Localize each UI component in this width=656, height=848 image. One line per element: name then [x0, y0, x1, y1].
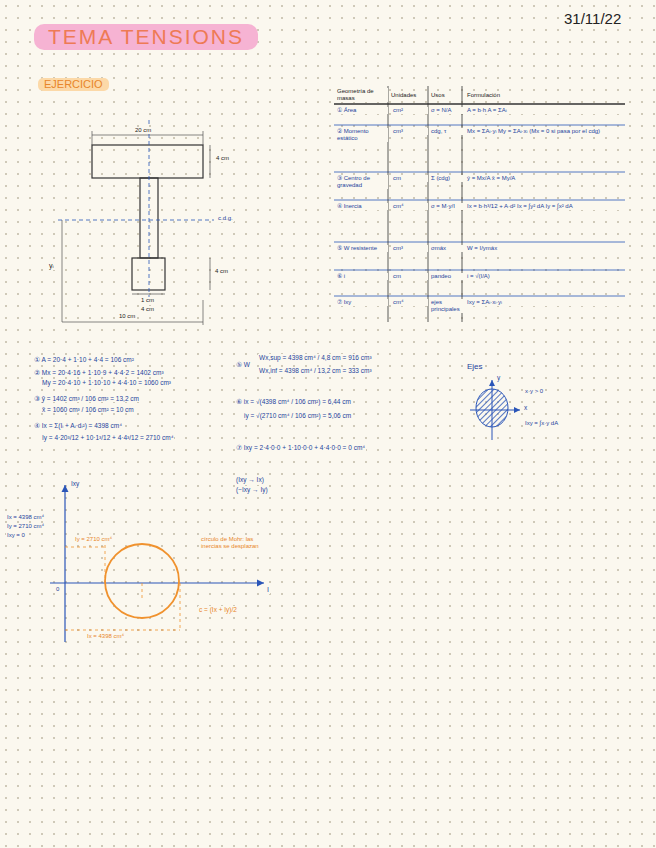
note-text: ④ Ix = Σ(Iᵢ + Aᵢ·dᵢ²) = 4398 cm⁴ — [33, 422, 123, 429]
note-text: x — [523, 404, 528, 411]
note-text: cm — [392, 175, 428, 182]
annotation: c.d.g. — [217, 215, 234, 222]
note-text: ⑥ i — [336, 273, 388, 280]
note-text: cm⁴ — [392, 299, 428, 306]
note-text: cm³ — [392, 245, 428, 252]
note-text: Ix = 4398 cm⁴ — [6, 514, 45, 521]
note-text: cm⁴ — [392, 203, 428, 210]
note-text: Wx,inf = 4398 cm⁴ / 13,2 cm = 333 cm³ — [258, 367, 373, 374]
note-text: cm — [392, 273, 428, 280]
note-text: ④ Inercia — [336, 203, 388, 210]
note-text: cm² — [392, 107, 428, 114]
note-text: i = √(I/A) — [466, 273, 624, 280]
annotation: 10 cm — [118, 313, 136, 320]
note-text: ③ Centro de gravedad — [336, 175, 388, 189]
annotation: Usos — [430, 92, 446, 99]
note-text: Ix = 4398 cm⁴ — [86, 633, 125, 640]
note-text: Iy = 2710 cm⁴ — [74, 536, 113, 543]
note-text: ① A = 20·4 + 1·10 + 4·4 = 106 cm² — [33, 356, 135, 363]
annotation: 31/11/22 — [563, 10, 622, 27]
note-text: c = (Ix + Iy)/2 — [198, 606, 238, 613]
note-text: Ixy = ∫x·y dA — [524, 420, 586, 427]
note-text: ⑦ Ixy — [336, 299, 388, 306]
note-text: pandeo — [430, 273, 463, 280]
note-text: círculo de Mohr: las inercias se desplaz… — [200, 536, 272, 550]
annotation: EJERCICIO — [38, 78, 109, 91]
note-text: I — [266, 586, 270, 594]
note-text: Ix = b·h³/12 + A·d² Ix = ∫y² dA Iy = ∫x²… — [466, 203, 624, 210]
note-text: cdg, τ — [430, 128, 463, 135]
note-text: Ixy = ΣAᵢ·xᵢ·yᵢ — [466, 299, 624, 306]
note-text: Wx,sup = 4398 cm⁴ / 4,8 cm = 916 cm³ — [258, 354, 373, 361]
note-text: ① Área — [336, 107, 388, 114]
note-text: Σ (cdg) — [430, 175, 463, 182]
note-text: ③ ȳ = 1402 cm³ / 106 cm² = 13,2 cm — [33, 395, 140, 402]
note-text: ⑤ W — [235, 361, 251, 368]
note-text: y — [496, 374, 501, 381]
note-text: x̄ = 1060 cm³ / 106 cm² = 10 cm — [41, 406, 135, 413]
note-text: ⑤ W resistente — [336, 245, 388, 252]
note-text: ⑦ Ixy = 2·4·0·0 + 1·10·0·0 + 4·4·0·0 = 0… — [235, 444, 366, 451]
annotation: Formulación — [466, 92, 501, 99]
note-text: ② Mx = 20·4·16 + 1·10·9 + 4·4·2 = 1402 c… — [33, 369, 165, 376]
note-text: σmáx — [430, 245, 463, 252]
note-text: ⑥ ix = √(4398 cm⁴ / 106 cm²) = 6,44 cm — [235, 398, 352, 405]
note-text: x·y > 0 — [524, 388, 544, 395]
note-text: Ejes — [466, 362, 484, 371]
note-text: iy = √(2710 cm⁴ / 106 cm²) = 5,06 cm — [243, 412, 352, 419]
annotation: 4 cm — [215, 155, 230, 162]
note-text: ejes principales — [430, 299, 463, 313]
note-text: ȳ = Mx/A x̄ = My/A — [466, 175, 624, 182]
note-text: cm³ — [392, 128, 428, 135]
page-title: TEMA TENSIONS — [34, 24, 258, 50]
note-text: Iy = 2710 cm⁴ — [6, 523, 45, 530]
note-text: My = 20·4·10 + 1·10·10 + 4·4·10 = 1060 c… — [41, 379, 172, 386]
annotation: 20 cm — [134, 127, 152, 134]
note-text: Mx = ΣAᵢ·yᵢ My = ΣAᵢ·xᵢ (Mx = 0 si pasa … — [466, 128, 624, 135]
annotation: Unidades — [390, 92, 417, 99]
note-text: (Ixy → Ix) — [235, 476, 265, 483]
annotation: yᵢ — [48, 262, 55, 270]
annotation: 1 cm — [140, 297, 155, 304]
note-text: Ixy = 0 — [6, 532, 26, 539]
note-text: W = I/ymáx — [466, 245, 624, 252]
note-text: ② Momento estático — [336, 128, 388, 142]
note-text: (−Ixy → Iy) — [235, 486, 269, 493]
note-text: A = b·h A = ΣAᵢ — [466, 107, 624, 114]
annotation: Geometría de masas — [336, 88, 388, 102]
note-text: Ixy — [70, 480, 80, 487]
note-text: Iy = 4·20³/12 + 10·1³/12 + 4·4³/12 = 271… — [41, 434, 174, 441]
annotation: 4 cm — [140, 306, 155, 313]
note-text: σ = M·y/I — [430, 203, 463, 210]
note-text: 0 — [55, 586, 60, 593]
annotation: 4 cm — [214, 268, 229, 275]
note-text: σ = N/A — [430, 107, 463, 114]
